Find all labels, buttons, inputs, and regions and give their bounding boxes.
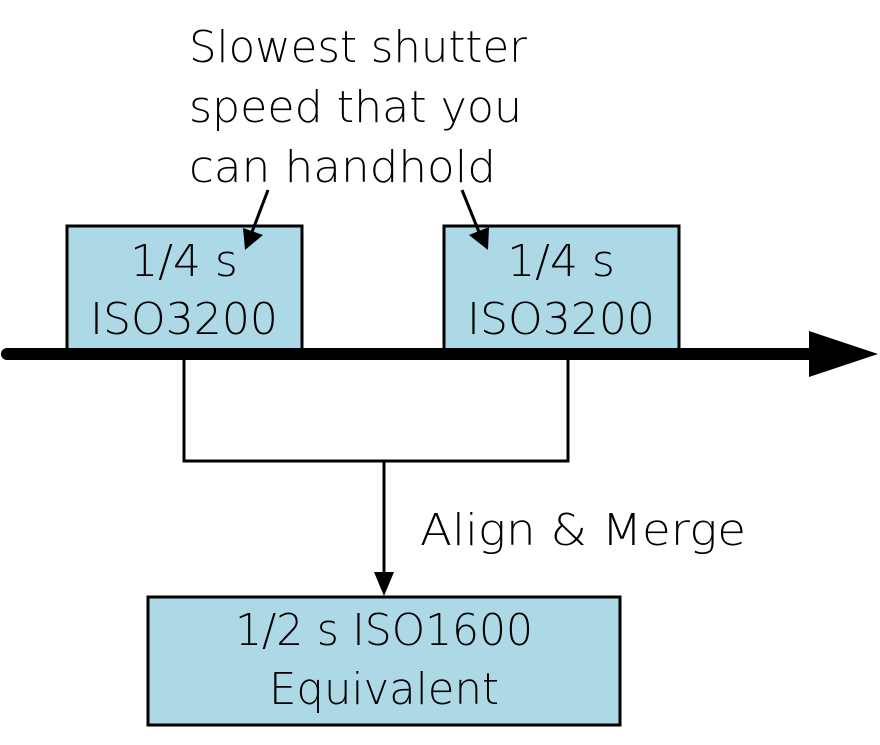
result-line-1: 1/2 s ISO1600 <box>235 605 533 656</box>
exposure-box-2 <box>442 224 681 354</box>
time-axis-arrowhead <box>809 331 878 377</box>
annotation-arrow-1-head <box>243 228 263 250</box>
exposure-box-1 <box>65 224 304 354</box>
annotation-arrow-2 <box>460 189 481 233</box>
annotation-line-1: Slowest shutter <box>189 22 528 73</box>
annotation-line-2: speed that you <box>189 82 522 133</box>
result-line-2: Equivalent <box>269 664 499 715</box>
annotation-arrow-1 <box>250 189 270 233</box>
exposure-2-iso: ISO3200 <box>467 294 655 345</box>
merge-bracket <box>182 360 570 463</box>
merge-label: Align & Merge <box>420 505 746 556</box>
merge-arrow-head <box>374 572 394 596</box>
exposure-1-iso: ISO3200 <box>90 294 278 345</box>
result-box <box>146 595 622 727</box>
exposure-2-shutter: 1/4 s <box>507 236 615 287</box>
exposure-1-shutter: 1/4 s <box>130 236 238 287</box>
annotation-line-3: can handhold <box>189 142 496 193</box>
annotation-arrow-2-head <box>469 227 489 250</box>
